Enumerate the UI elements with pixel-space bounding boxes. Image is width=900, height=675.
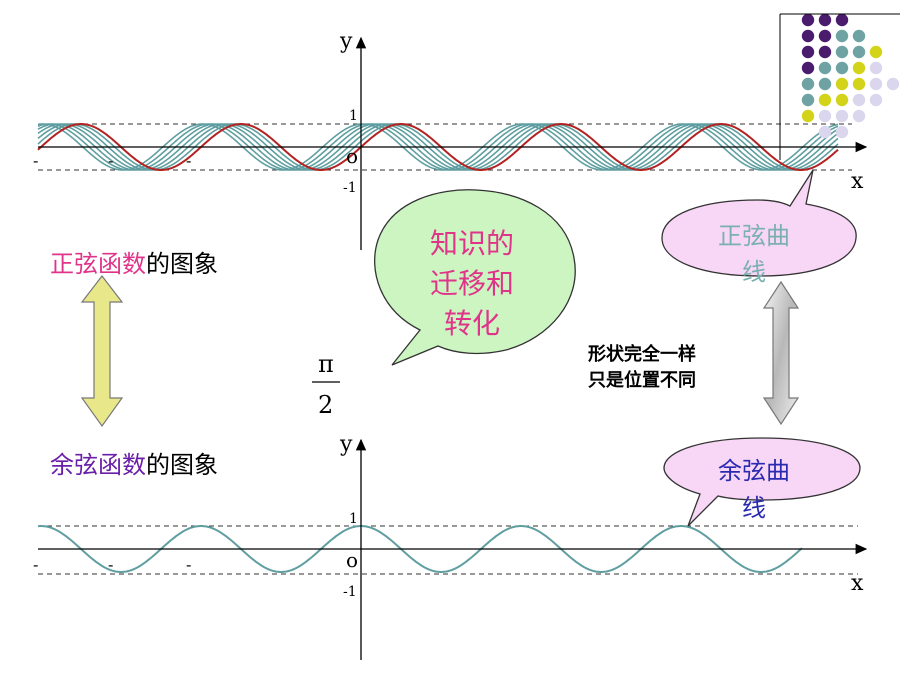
decoration-dot — [835, 13, 849, 27]
decoration-dot — [852, 45, 866, 59]
cosine-curve — [37, 525, 803, 573]
decoration-dot — [886, 77, 900, 91]
decoration-dot — [869, 77, 883, 91]
knowledge-bubble-shape — [374, 189, 576, 366]
knowledge-bubble-line1: 知识的 — [430, 227, 514, 260]
decoration-dot — [835, 93, 849, 107]
cosine-function-title-colored: 余弦函数 — [50, 451, 146, 479]
top-x-label: x — [851, 169, 864, 194]
decoration-dot — [835, 125, 849, 139]
knowledge-bubble-line3: 转化 — [444, 307, 500, 340]
decoration-dot — [852, 109, 866, 123]
decoration-dot — [869, 45, 883, 59]
decoration-dot — [852, 61, 866, 75]
sine-curve-bubble: 正弦曲 线 — [661, 169, 857, 286]
decoration-dot — [852, 77, 866, 91]
decoration-dot — [835, 29, 849, 43]
pi-over-two-fraction: π 2 — [312, 350, 340, 419]
sine-curve — [37, 123, 839, 171]
top-neg-one-label: -1 — [343, 180, 357, 196]
shape-note-line1: 形状完全一样 — [588, 344, 696, 365]
decoration-dot — [801, 45, 815, 59]
decoration-dot — [852, 29, 866, 43]
bottom-dash-mark: - — [186, 555, 191, 574]
top-graph: y x 1 -1 o - - - — [33, 29, 868, 250]
decoration-dot — [818, 93, 832, 107]
bottom-dash-mark: - — [108, 555, 113, 574]
bottom-graph: y x 1 -1 o - - - — [33, 432, 868, 660]
cosine-function-title-rest: 的图象 — [146, 451, 218, 479]
pi-numerator: π — [318, 350, 334, 378]
decoration-dot — [869, 61, 883, 75]
decoration-dot — [818, 125, 832, 139]
top-dash-mark: - — [33, 151, 38, 170]
decoration-dot — [869, 93, 883, 107]
top-origin-label: o — [346, 144, 358, 168]
shifted-sine-curves — [37, 123, 839, 171]
decoration-dot — [801, 77, 815, 91]
shape-note-line2: 只是位置不同 — [588, 370, 696, 391]
decoration-dot — [801, 13, 815, 27]
shape-note: 形状完全一样 只是位置不同 — [588, 342, 696, 394]
top-y-label: y — [339, 29, 353, 54]
knowledge-bubble: 知识的 迁移和 转化 — [374, 189, 576, 366]
cosine-bubble-line2: 线 — [742, 494, 766, 522]
sine-bubble-line2: 线 — [742, 258, 766, 286]
decoration-dot — [818, 109, 832, 123]
sine-function-title-colored: 正弦函数 — [50, 250, 146, 278]
shifted-sine-curve — [37, 123, 839, 171]
gray-double-arrow — [762, 280, 800, 426]
decoration-dot — [801, 61, 815, 75]
cosine-bubble-line1: 余弦曲 — [718, 457, 790, 485]
corner-dot-decoration — [801, 13, 900, 139]
decoration-dot — [801, 93, 815, 107]
cosine-curve-bubble-shape — [663, 437, 861, 527]
bottom-dash-mark: - — [33, 555, 38, 574]
decoration-dot — [801, 109, 815, 123]
sine-bubble-line1: 正弦曲 — [718, 222, 790, 250]
decoration-dot — [835, 109, 849, 123]
shifted-sine-curve — [37, 123, 839, 171]
sine-function-title-rest: 的图象 — [146, 250, 218, 278]
knowledge-bubble-line2: 迁移和 — [430, 267, 514, 300]
shifted-sine-curve — [37, 123, 839, 171]
decoration-dot — [818, 29, 832, 43]
decoration-dot — [835, 61, 849, 75]
sine-curve-bubble-shape — [661, 169, 857, 277]
decoration-dot — [818, 77, 832, 91]
decoration-dot — [818, 45, 832, 59]
decoration-dot — [835, 45, 849, 59]
bottom-neg-one-label: -1 — [343, 584, 357, 600]
decoration-dot — [852, 93, 866, 107]
decoration-dot — [835, 77, 849, 91]
decoration-dot — [818, 61, 832, 75]
bottom-x-label: x — [851, 571, 864, 596]
bottom-one-label: 1 — [349, 511, 358, 527]
decoration-dot — [818, 13, 832, 27]
decoration-dot — [801, 29, 815, 43]
cosine-curve-bubble: 余弦曲 线 — [663, 437, 861, 527]
cosine-function-title: 余弦函数的图象 — [50, 445, 218, 480]
sine-function-title: 正弦函数的图象 — [50, 244, 218, 279]
top-dash-mark: - — [186, 151, 191, 170]
pi-denominator: 2 — [318, 391, 333, 419]
bottom-y-label: y — [339, 432, 353, 457]
yellow-double-arrow — [80, 275, 124, 428]
top-dash-mark: - — [108, 151, 113, 170]
bottom-origin-label: o — [346, 548, 358, 572]
top-one-label: 1 — [349, 108, 358, 124]
